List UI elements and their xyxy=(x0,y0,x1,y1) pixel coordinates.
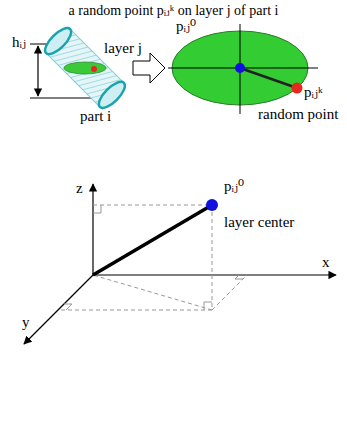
layer-ellipse xyxy=(64,62,106,74)
axis-label: x xyxy=(322,254,330,270)
part-label: part i xyxy=(80,108,111,124)
point-caption: random point xyxy=(258,106,338,122)
axis-label: z xyxy=(76,180,83,196)
random-point-dot xyxy=(91,66,97,72)
layer-label: layer j xyxy=(104,40,142,56)
point-label: pᵢⱼ⁰ xyxy=(224,178,244,194)
point-label: pᵢⱼ⁰ xyxy=(176,18,196,34)
layer-detail xyxy=(168,24,318,114)
diagram-title: a random point pᵢⱼᵏ on layer j of part i xyxy=(69,3,279,19)
point-caption: layer center xyxy=(224,214,294,230)
axis-label: y xyxy=(22,314,30,330)
dimension-label: hᵢⱼ xyxy=(12,34,26,50)
coordinate-axes xyxy=(24,184,336,344)
part-cylinder xyxy=(41,24,129,112)
point-label: pᵢⱼᵏ xyxy=(304,84,323,100)
block-arrow xyxy=(133,53,165,83)
